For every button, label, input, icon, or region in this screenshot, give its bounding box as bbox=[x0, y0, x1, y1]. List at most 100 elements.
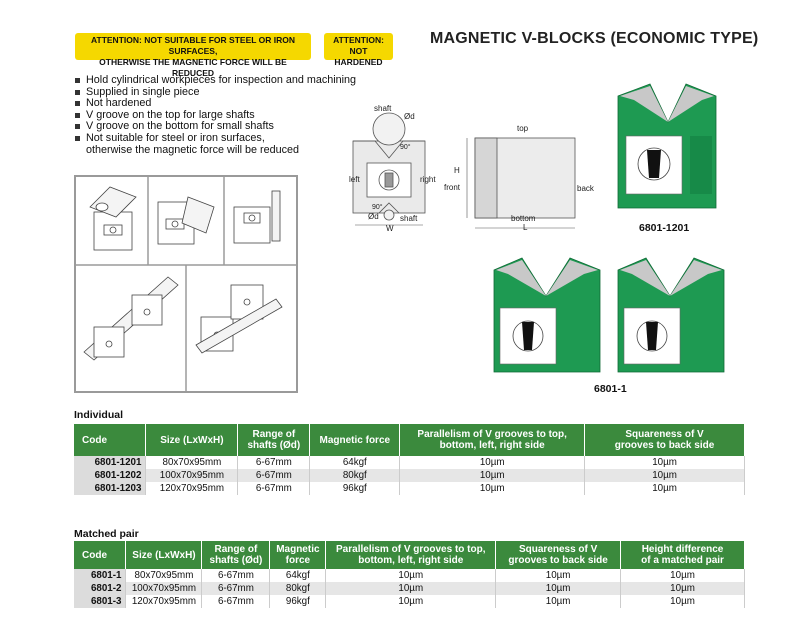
cell-height-difference: 10µm bbox=[620, 582, 745, 595]
label-angle-top: 90° bbox=[400, 144, 411, 151]
individual-section-title: Individual bbox=[74, 409, 124, 421]
label-shaft-top: shaft bbox=[374, 104, 392, 113]
table-row: 6801-1203 120x70x95mm 6-67mm 96kgf 10µm … bbox=[74, 482, 745, 495]
feature-item: V groove on the top for large shafts bbox=[75, 109, 356, 122]
cell-magnetic-force: 64kgf bbox=[269, 569, 327, 582]
cell-code: 6801-3 bbox=[74, 595, 127, 608]
col-header-size: Size (LxWxH) bbox=[125, 541, 203, 569]
matched-section-title: Matched pair bbox=[74, 528, 139, 540]
col-header-code: Code bbox=[74, 541, 127, 569]
label-bottom: bottom bbox=[511, 214, 536, 223]
col-header-code: Code bbox=[74, 424, 147, 456]
feature-list: Hold cylindrical workpieces for inspecti… bbox=[75, 74, 356, 156]
feature-item: V groove on the bottom for small shafts bbox=[75, 121, 356, 133]
label-back: back bbox=[577, 184, 594, 193]
label-length: L bbox=[523, 223, 528, 232]
vblock-image-6801-1 bbox=[493, 257, 725, 373]
vblock-image-6801-1201 bbox=[617, 83, 717, 209]
col-header-squareness-line1: Squareness of V bbox=[518, 544, 598, 555]
col-header-size: Size (LxWxH) bbox=[145, 424, 239, 456]
product-label-6801-1201: 6801-1201 bbox=[639, 222, 690, 234]
cell-parallelism: 10µm bbox=[399, 482, 586, 495]
product-label-6801-1: 6801-1 bbox=[594, 383, 627, 395]
col-header-parallelism-line2: bottom, left, right side bbox=[439, 440, 545, 451]
table-row: 6801-1201 80x70x95mm 6-67mm 64kgf 10µm 1… bbox=[74, 456, 745, 469]
feature-item-text: Not suitable for steel or iron surfaces, bbox=[86, 131, 265, 144]
cell-code: 6801-1203 bbox=[74, 482, 147, 495]
cell-squareness: 10µm bbox=[495, 582, 622, 595]
label-diameter-top: Ød bbox=[404, 112, 415, 121]
feature-item-continuation: otherwise the magnetic force will be red… bbox=[86, 143, 300, 156]
col-header-parallelism: Parallelism of V grooves to top,bottom, … bbox=[399, 424, 586, 456]
feature-item: Hold cylindrical workpieces for inspecti… bbox=[75, 74, 356, 87]
cell-range: 6-67mm bbox=[237, 469, 311, 482]
cell-magnetic-force: 80kgf bbox=[269, 582, 327, 595]
cell-range: 6-67mm bbox=[201, 569, 271, 582]
col-header-squareness-line2: grooves to back side bbox=[614, 440, 715, 451]
cell-parallelism: 10µm bbox=[325, 582, 497, 595]
table-row: 6801-1 80x70x95mm 6-67mm 64kgf 10µm 10µm… bbox=[74, 569, 745, 582]
label-top: top bbox=[517, 124, 529, 133]
col-header-range-line1: Range of bbox=[252, 429, 296, 440]
table-row: 6801-1202 100x70x95mm 6-67mm 80kgf 10µm … bbox=[74, 469, 745, 482]
cell-code: 6801-1202 bbox=[74, 469, 147, 482]
cell-range: 6-67mm bbox=[201, 595, 271, 608]
col-header-range-line2: shafts (Ød) bbox=[209, 555, 263, 566]
col-header-magnetic-force: Magnetic force bbox=[309, 424, 401, 456]
cell-size: 80x70x95mm bbox=[125, 569, 203, 582]
cell-height-difference: 10µm bbox=[620, 595, 745, 608]
label-right: right bbox=[420, 175, 436, 184]
cell-magnetic-force: 64kgf bbox=[309, 456, 401, 469]
cell-size: 120x70x95mm bbox=[145, 482, 239, 495]
feature-item: Supplied in single piece bbox=[75, 86, 356, 99]
label-angle-bottom: 90° bbox=[372, 204, 383, 211]
label-left: left bbox=[349, 175, 360, 184]
label-diameter-bottom: Ød bbox=[368, 212, 379, 221]
application-illustrations-svg bbox=[76, 177, 296, 391]
col-header-parallelism-line2: bottom, left, right side bbox=[358, 555, 464, 566]
cell-magnetic-force: 96kgf bbox=[309, 482, 401, 495]
steel-warning-badge: ATTENTION: NOT SUITABLE FOR STEEL OR IRO… bbox=[75, 33, 311, 78]
cell-squareness: 10µm bbox=[495, 569, 622, 582]
cell-code: 6801-2 bbox=[74, 582, 127, 595]
col-header-squareness-line1: Squareness of V bbox=[625, 429, 704, 440]
cell-size: 120x70x95mm bbox=[125, 595, 203, 608]
cell-size: 100x70x95mm bbox=[125, 582, 203, 595]
cell-magnetic-force: 96kgf bbox=[269, 595, 327, 608]
cell-code: 6801-1 bbox=[74, 569, 127, 582]
label-height: H bbox=[454, 166, 460, 175]
label-width: W bbox=[386, 224, 394, 233]
cell-range: 6-67mm bbox=[237, 456, 311, 469]
cell-magnetic-force: 80kgf bbox=[309, 469, 401, 482]
cell-size: 80x70x95mm bbox=[145, 456, 239, 469]
col-header-parallelism: Parallelism of V grooves to top,bottom, … bbox=[325, 541, 497, 569]
not-hardened-line2: NOT HARDENED bbox=[334, 46, 383, 67]
not-hardened-badge: ATTENTION: NOT HARDENED bbox=[324, 33, 393, 67]
steel-warning-line1: ATTENTION: NOT SUITABLE FOR STEEL OR IRO… bbox=[91, 35, 295, 56]
cell-parallelism: 10µm bbox=[399, 456, 586, 469]
cell-parallelism: 10µm bbox=[399, 469, 586, 482]
cell-size: 100x70x95mm bbox=[145, 469, 239, 482]
cell-range: 6-67mm bbox=[201, 582, 271, 595]
col-header-height-line2: of a matched pair bbox=[641, 555, 724, 566]
cell-range: 6-67mm bbox=[237, 482, 311, 495]
table-row: 6801-3 120x70x95mm 6-67mm 96kgf 10µm 10µ… bbox=[74, 595, 745, 608]
page-title: MAGNETIC V-BLOCKS (ECONOMIC TYPE) bbox=[430, 30, 759, 47]
cell-parallelism: 10µm bbox=[325, 595, 497, 608]
not-hardened-line1: ATTENTION: bbox=[333, 35, 384, 45]
feature-item: Not suitable for steel or iron surfaces,… bbox=[75, 131, 356, 156]
front-view-diagram bbox=[352, 112, 426, 226]
col-header-parallelism-line1: Parallelism of V grooves to top, bbox=[336, 544, 486, 555]
cell-parallelism: 10µm bbox=[325, 569, 497, 582]
col-header-magnetic-line1: Magnetic bbox=[276, 544, 320, 555]
label-front: front bbox=[444, 183, 461, 192]
col-header-parallelism-line1: Parallelism of V grooves to top, bbox=[417, 429, 567, 440]
application-illustrations bbox=[74, 175, 298, 393]
